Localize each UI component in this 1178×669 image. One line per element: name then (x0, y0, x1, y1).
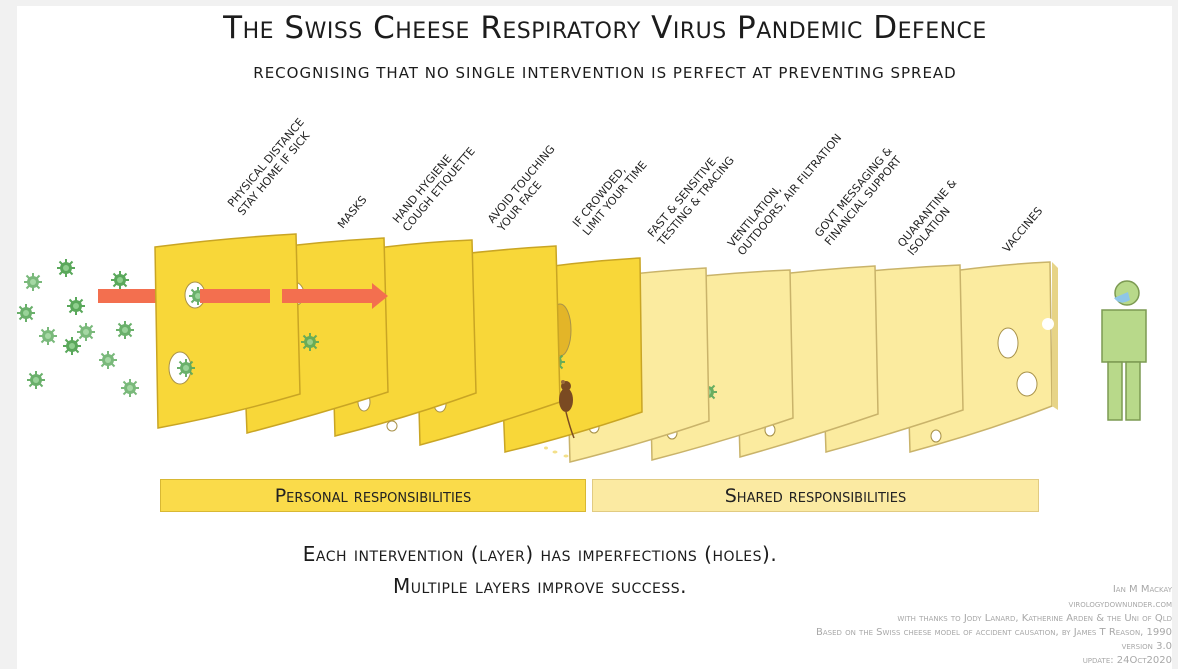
person-icon (1102, 281, 1146, 420)
caption-line-1: Each intervention (layer) has imperfecti… (0, 538, 1080, 570)
credit-based-on: Based on the Swiss cheese model of accid… (816, 627, 1172, 639)
virus-cluster (17, 259, 139, 397)
shared-responsibilities-bar: Shared responsibilities (592, 479, 1039, 512)
credit-site: virologydownunder.com (1069, 599, 1172, 611)
caption-line-2: Multiple layers improve success. (0, 570, 1080, 602)
credit-version: version 3.0 (1122, 641, 1172, 653)
layer-physical-distance (155, 234, 300, 428)
credit-author: Ian M Mackay (1113, 584, 1172, 596)
arrow-tail (98, 289, 158, 303)
caption: Each intervention (layer) has imperfecti… (0, 538, 1080, 602)
credit-update: update: 24Oct2020 (1083, 655, 1172, 667)
credit-thanks: with thanks to Jody Lanard, Katherine Ar… (897, 613, 1172, 625)
personal-responsibilities-bar: Personal responsibilities (160, 479, 586, 512)
